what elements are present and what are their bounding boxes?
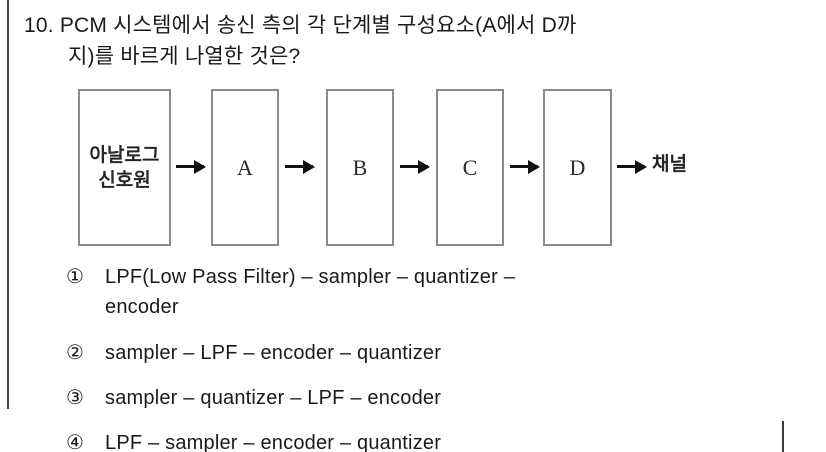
page-left-rule [7,0,9,409]
page-right-rule [782,421,784,452]
answer-options-list: ① LPF(Low Pass Filter) – sampler – quant… [66,262,766,452]
answer-option-3-marker: ③ [66,387,84,409]
diagram-box-d: D [543,89,612,246]
arrow-a-to-b [285,159,315,174]
answer-option-1-text-continuation: encoder [105,296,179,318]
diagram-box-a-label: A [237,154,253,180]
analog-source-label-line-2: 신호원 [98,169,151,191]
analog-source-label: 아날로그 신호원 [90,143,160,193]
arrow-source-to-a [176,159,206,174]
answer-option-3-text: sampler – quantizer – LPF – encoder [105,387,442,409]
answer-option-2-marker: ② [66,342,84,364]
answer-option-3[interactable]: ③ sampler – quantizer – LPF – encoder [66,383,766,413]
diagram-box-c: C [436,89,504,246]
answer-option-4-text: LPF – sampler – encoder – quantizer [105,432,442,452]
answer-option-1[interactable]: ① LPF(Low Pass Filter) – sampler – quant… [66,262,766,322]
diagram-box-c-label: C [462,154,478,180]
question-stem: 10. PCM 시스템에서 송신 측의 각 단계별 구성요소(A에서 D까 지)… [24,10,784,72]
question-line-2: 지)를 바르게 나열한 것은? [68,45,301,68]
answer-option-1-text: LPF(Low Pass Filter) – sampler – quantiz… [105,266,516,288]
diagram-box-a: A [211,89,279,246]
arrow-b-to-c [400,159,430,174]
diagram-box-d-label: D [569,154,586,180]
arrow-c-to-d [510,159,540,174]
answer-option-4-marker: ④ [66,432,84,452]
question-line-1: 10. PCM 시스템에서 송신 측의 각 단계별 구성요소(A에서 D까 [24,14,577,37]
answer-option-4[interactable]: ④ LPF – sampler – encoder – quantizer [66,428,766,452]
diagram-box-b-label: B [352,154,368,180]
diagram-box-analog-source: 아날로그 신호원 [78,89,171,246]
answer-option-2[interactable]: ② sampler – LPF – encoder – quantizer [66,338,766,368]
analog-source-label-line-1: 아날로그 [89,144,160,166]
answer-option-2-text: sampler – LPF – encoder – quantizer [105,342,442,364]
arrow-d-to-channel [617,159,647,174]
answer-option-1-marker: ① [66,266,84,288]
channel-output-label: 채널 [652,154,687,175]
diagram-box-b: B [326,89,394,246]
